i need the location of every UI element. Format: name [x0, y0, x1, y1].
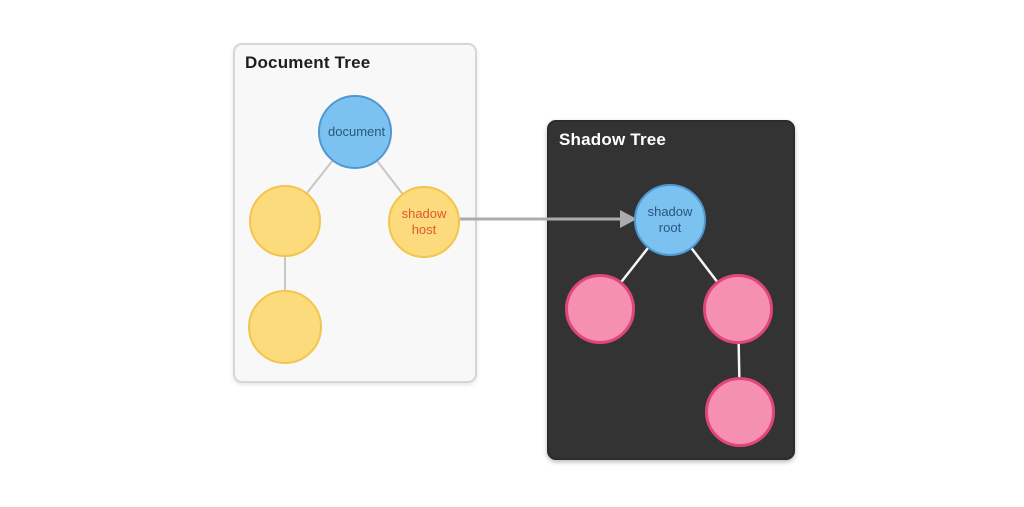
- node-document: document: [318, 95, 392, 169]
- node-shadow-root-label: shadow root: [647, 204, 693, 235]
- shadow-tree-title: Shadow Tree: [559, 130, 667, 149]
- node-document-grandchild: [248, 290, 322, 364]
- node-document-child-left: [249, 185, 321, 257]
- node-shadow-child-left: [565, 274, 635, 344]
- node-shadow-host: shadow host: [388, 186, 460, 258]
- node-shadow-child-right: [703, 274, 773, 344]
- node-shadow-grandchild: [705, 377, 775, 447]
- node-shadow-host-label: shadow host: [401, 206, 447, 237]
- node-document-label: document: [328, 124, 386, 139]
- document-tree-title: Document Tree: [245, 53, 371, 72]
- node-shadow-root: shadow root: [634, 184, 706, 256]
